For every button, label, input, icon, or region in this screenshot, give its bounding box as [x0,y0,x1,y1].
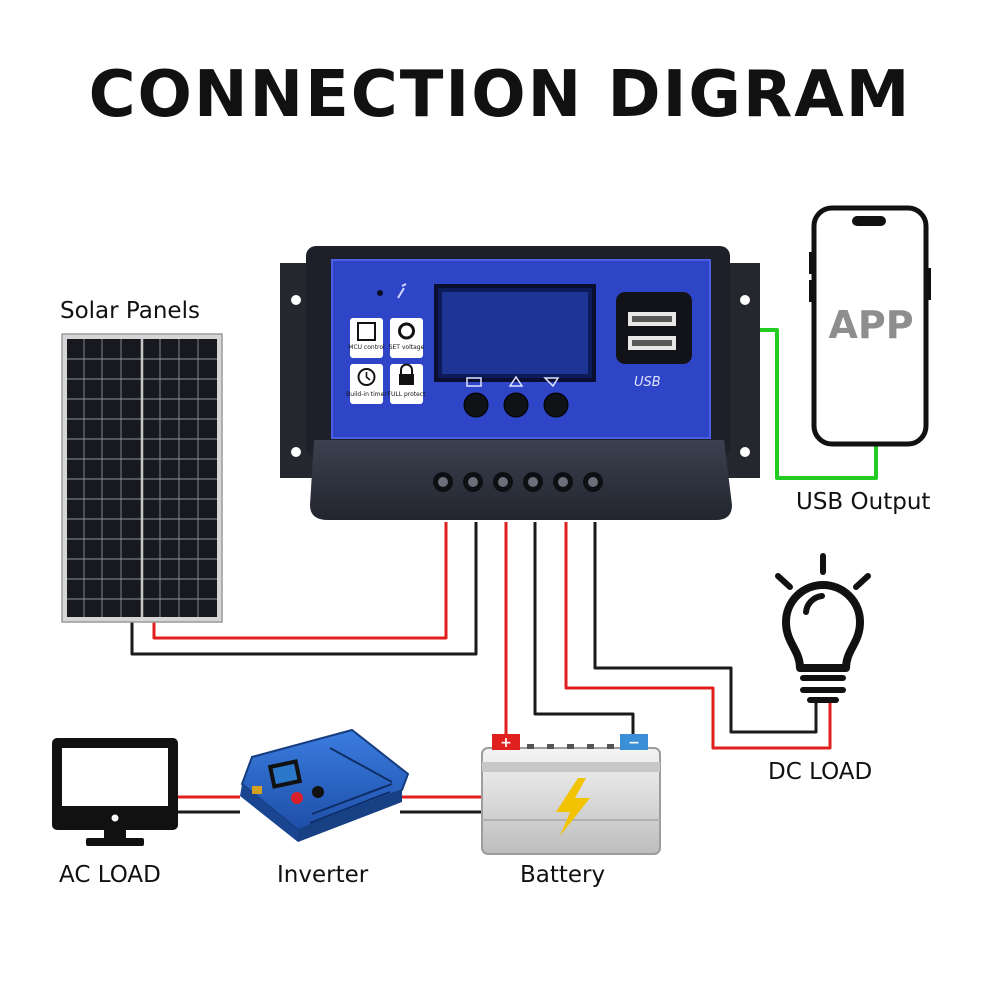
solar-panels-label: Solar Panels [60,298,200,324]
terminal-block [433,472,603,492]
icon-label-timer: Build-in timer [346,391,387,398]
charge-controller: MCU control SET voltage Build-in timer F… [280,246,760,520]
inverter [240,728,410,842]
ac-load-label: AC LOAD [59,862,161,888]
dcload-negative-wire [593,522,818,734]
usb-output-label: USB Output [796,489,931,515]
up-button [503,392,529,418]
feature-icons: MCU control SET voltage Build-in timer F… [346,318,426,404]
usb-port-housing [616,292,692,364]
icon-label-protect: FULL protect [388,391,427,398]
icon-label-mcu: MCU control [348,344,385,351]
diagram-title: CONNECTION DIGRAM [88,58,912,132]
icon-label-set: SET voltage [389,344,425,351]
light-bulb-icon [775,553,871,703]
battery-negative-terminal [620,734,648,750]
battery: + − [481,734,661,855]
solar-positive-wire [152,522,448,640]
dcload-positive-wire [564,522,832,750]
phone: APP [809,205,931,447]
menu-button [463,392,489,418]
solar-panel [61,333,223,623]
battery-label: Battery [520,862,606,888]
down-button [543,392,569,418]
lightning-bolt-icon [556,778,590,836]
app-text: APP [828,303,913,347]
positive-sign: + [500,735,512,751]
negative-sign: − [628,735,640,751]
monitor-icon [52,738,178,846]
solar-negative-wire [130,522,478,656]
battery-negative-wire [533,522,635,742]
dc-load-label: DC LOAD [768,759,873,785]
inverter-label: Inverter [277,862,369,888]
usb-marking: USB [634,375,661,390]
battery-positive-terminal [492,734,520,750]
